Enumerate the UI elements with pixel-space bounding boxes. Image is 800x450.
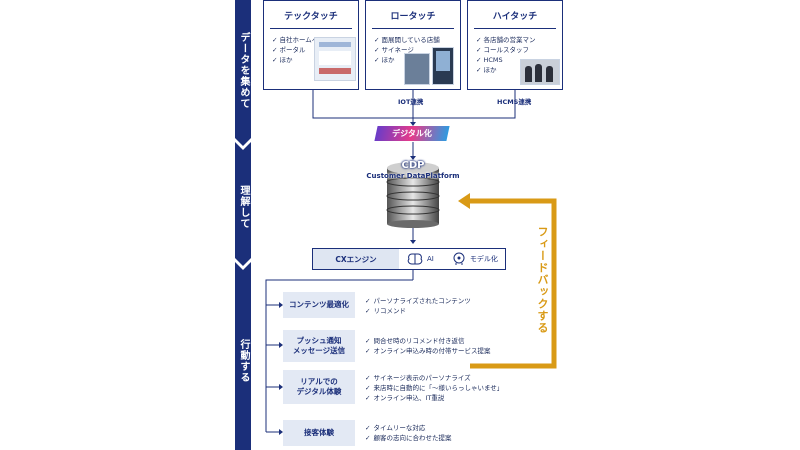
list-item: HCMS [476,55,562,65]
low-touch-box: ロータッチ 面展開している店舗 サイネージ ほか [365,0,461,90]
action-customer-service: 接客体験 [283,420,355,446]
list-item: ポータル [272,45,358,55]
list-item: 問合せ時のリコメンド付き返信 [365,336,490,346]
feedback-label: フィードバックする [536,226,549,334]
low-touch-list: 面展開している店舗 サイネージ ほか [374,35,460,65]
model-label: モデル化 [469,255,498,263]
digitalize-label: デジタル化 [392,129,432,138]
list-item: 面展開している店舗 [374,35,460,45]
action-list-real: サイネージ表示のパーソナライズ 来店時に自動的に「〜様いらっしゃいませ」 オンラ… [365,373,503,403]
high-touch-box: ハイタッチ 各店舗の営業マン コールスタッフ HCMS ほか [467,0,563,90]
stage-label-collect: データを集めて [238,31,249,109]
iot-link-label: IOT連携 [398,98,424,106]
staff-photo-image [520,59,560,85]
cdp-title: CDP [401,160,425,171]
cdp-subtitle: Customer DataPlatform [366,172,460,180]
action-list-push: 問合せ時のリコメンド付き返信 オンライン申込み時の付帯サービス提案 [365,336,490,356]
list-item: サイネージ [374,45,460,55]
signage-photo-image [432,47,454,85]
database-icon [386,162,440,228]
list-item: パーソナライズされたコンテンツ [365,296,470,306]
action-list-service: タイムリーな対応 顧客の志向に合わせた提案 [365,423,451,443]
action-content-optimization: コンテンツ最適化 [283,292,355,318]
action-push-notification: プッシュ通知 メッセージ送信 [283,330,355,362]
list-item: 各店舗の営業マン [476,35,562,45]
website-screenshot-image [314,37,356,81]
list-item: タイムリーな対応 [365,423,451,433]
list-item: 自社ホームページ [272,35,358,45]
head-model-icon [453,252,465,265]
hcms-link-label: HCMS連携 [497,98,532,106]
stage-label-act: 行動する [238,339,249,383]
list-item: 顧客の志向に合わせた提案 [365,433,451,443]
ai-label: AI [427,255,434,263]
list-item: コールスタッフ [476,45,562,55]
tech-touch-list: 自社ホームページ ポータル ほか [272,35,358,65]
list-item: ほか [374,55,460,65]
tech-touch-box: テックタッチ 自社ホームページ ポータル ほか [263,0,359,90]
list-item: ほか [272,55,358,65]
tech-touch-title: テックタッチ [284,12,338,22]
list-item: ほか [476,65,562,75]
stage-bar [235,0,251,450]
brain-icon [407,253,423,265]
list-item: オンライン申込、IT重説 [365,393,503,403]
list-item: 来店時に自動的に「〜様いらっしゃいませ」 [365,383,503,393]
high-touch-title: ハイタッチ [492,12,538,22]
low-touch-title: ロータッチ [390,12,436,22]
cx-engine-label: CXエンジン [313,249,399,269]
cx-engine-box: CXエンジン AI モデル化 [312,248,506,270]
list-item: サイネージ表示のパーソナライズ [365,373,503,383]
stage-label-understand: 理解して [238,185,249,229]
store-photo-image [404,53,430,85]
list-item: リコメンド [365,306,471,316]
high-touch-list: 各店舗の営業マン コールスタッフ HCMS ほか [476,35,562,75]
list-item: オンライン申込み時の付帯サービス提案 [365,346,490,356]
action-list-content: パーソナライズされたコンテンツ リコメンド [365,296,471,316]
action-real-digital: リアルでの デジタル体験 [283,370,355,404]
